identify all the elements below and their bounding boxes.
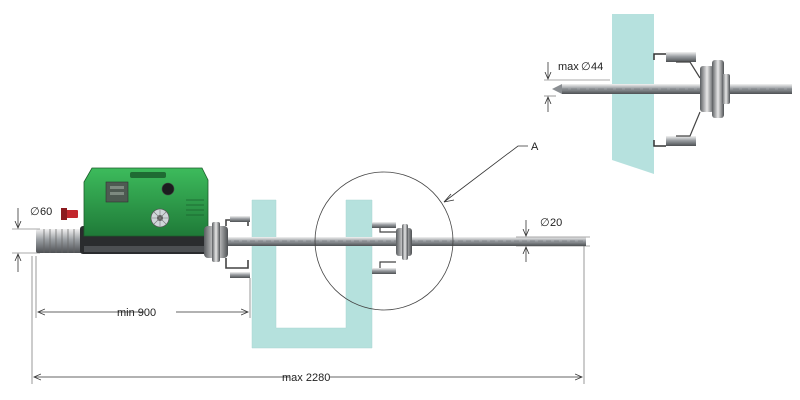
detail-label: A [531, 141, 539, 153]
motor-unit [36, 167, 210, 254]
dim-diameter-20: ∅ 20 [516, 217, 590, 262]
dia-20-symbol: ∅ [540, 217, 550, 229]
dim-max-44: max ∅ 44 [544, 61, 610, 112]
motor-housing [83, 167, 209, 237]
dia-60-symbol: ∅ [30, 206, 40, 218]
dim-max-2280: max 2280 [31, 246, 585, 384]
wall-section-u [251, 199, 373, 349]
clamp-tube [36, 229, 84, 253]
detail-circle [314, 171, 454, 311]
power-button [161, 182, 175, 196]
dim-diameter-60: ∅ 60 [12, 206, 52, 272]
dim-min-900: min 900 [35, 256, 251, 319]
max-44-prefix: max [558, 61, 579, 73]
valve-red [66, 210, 78, 218]
dia-20-value: 20 [550, 217, 562, 229]
detail-view [552, 14, 792, 174]
max-2280-label: max 2280 [282, 372, 330, 384]
max-44-symbol: ∅ [581, 61, 591, 73]
dia-60-value: 60 [40, 206, 52, 218]
max-44-value: 44 [591, 61, 603, 73]
detail-leader [443, 145, 528, 203]
main-flange [204, 216, 250, 278]
seal-flange [372, 222, 412, 274]
min-900-label: min 900 [117, 307, 156, 319]
